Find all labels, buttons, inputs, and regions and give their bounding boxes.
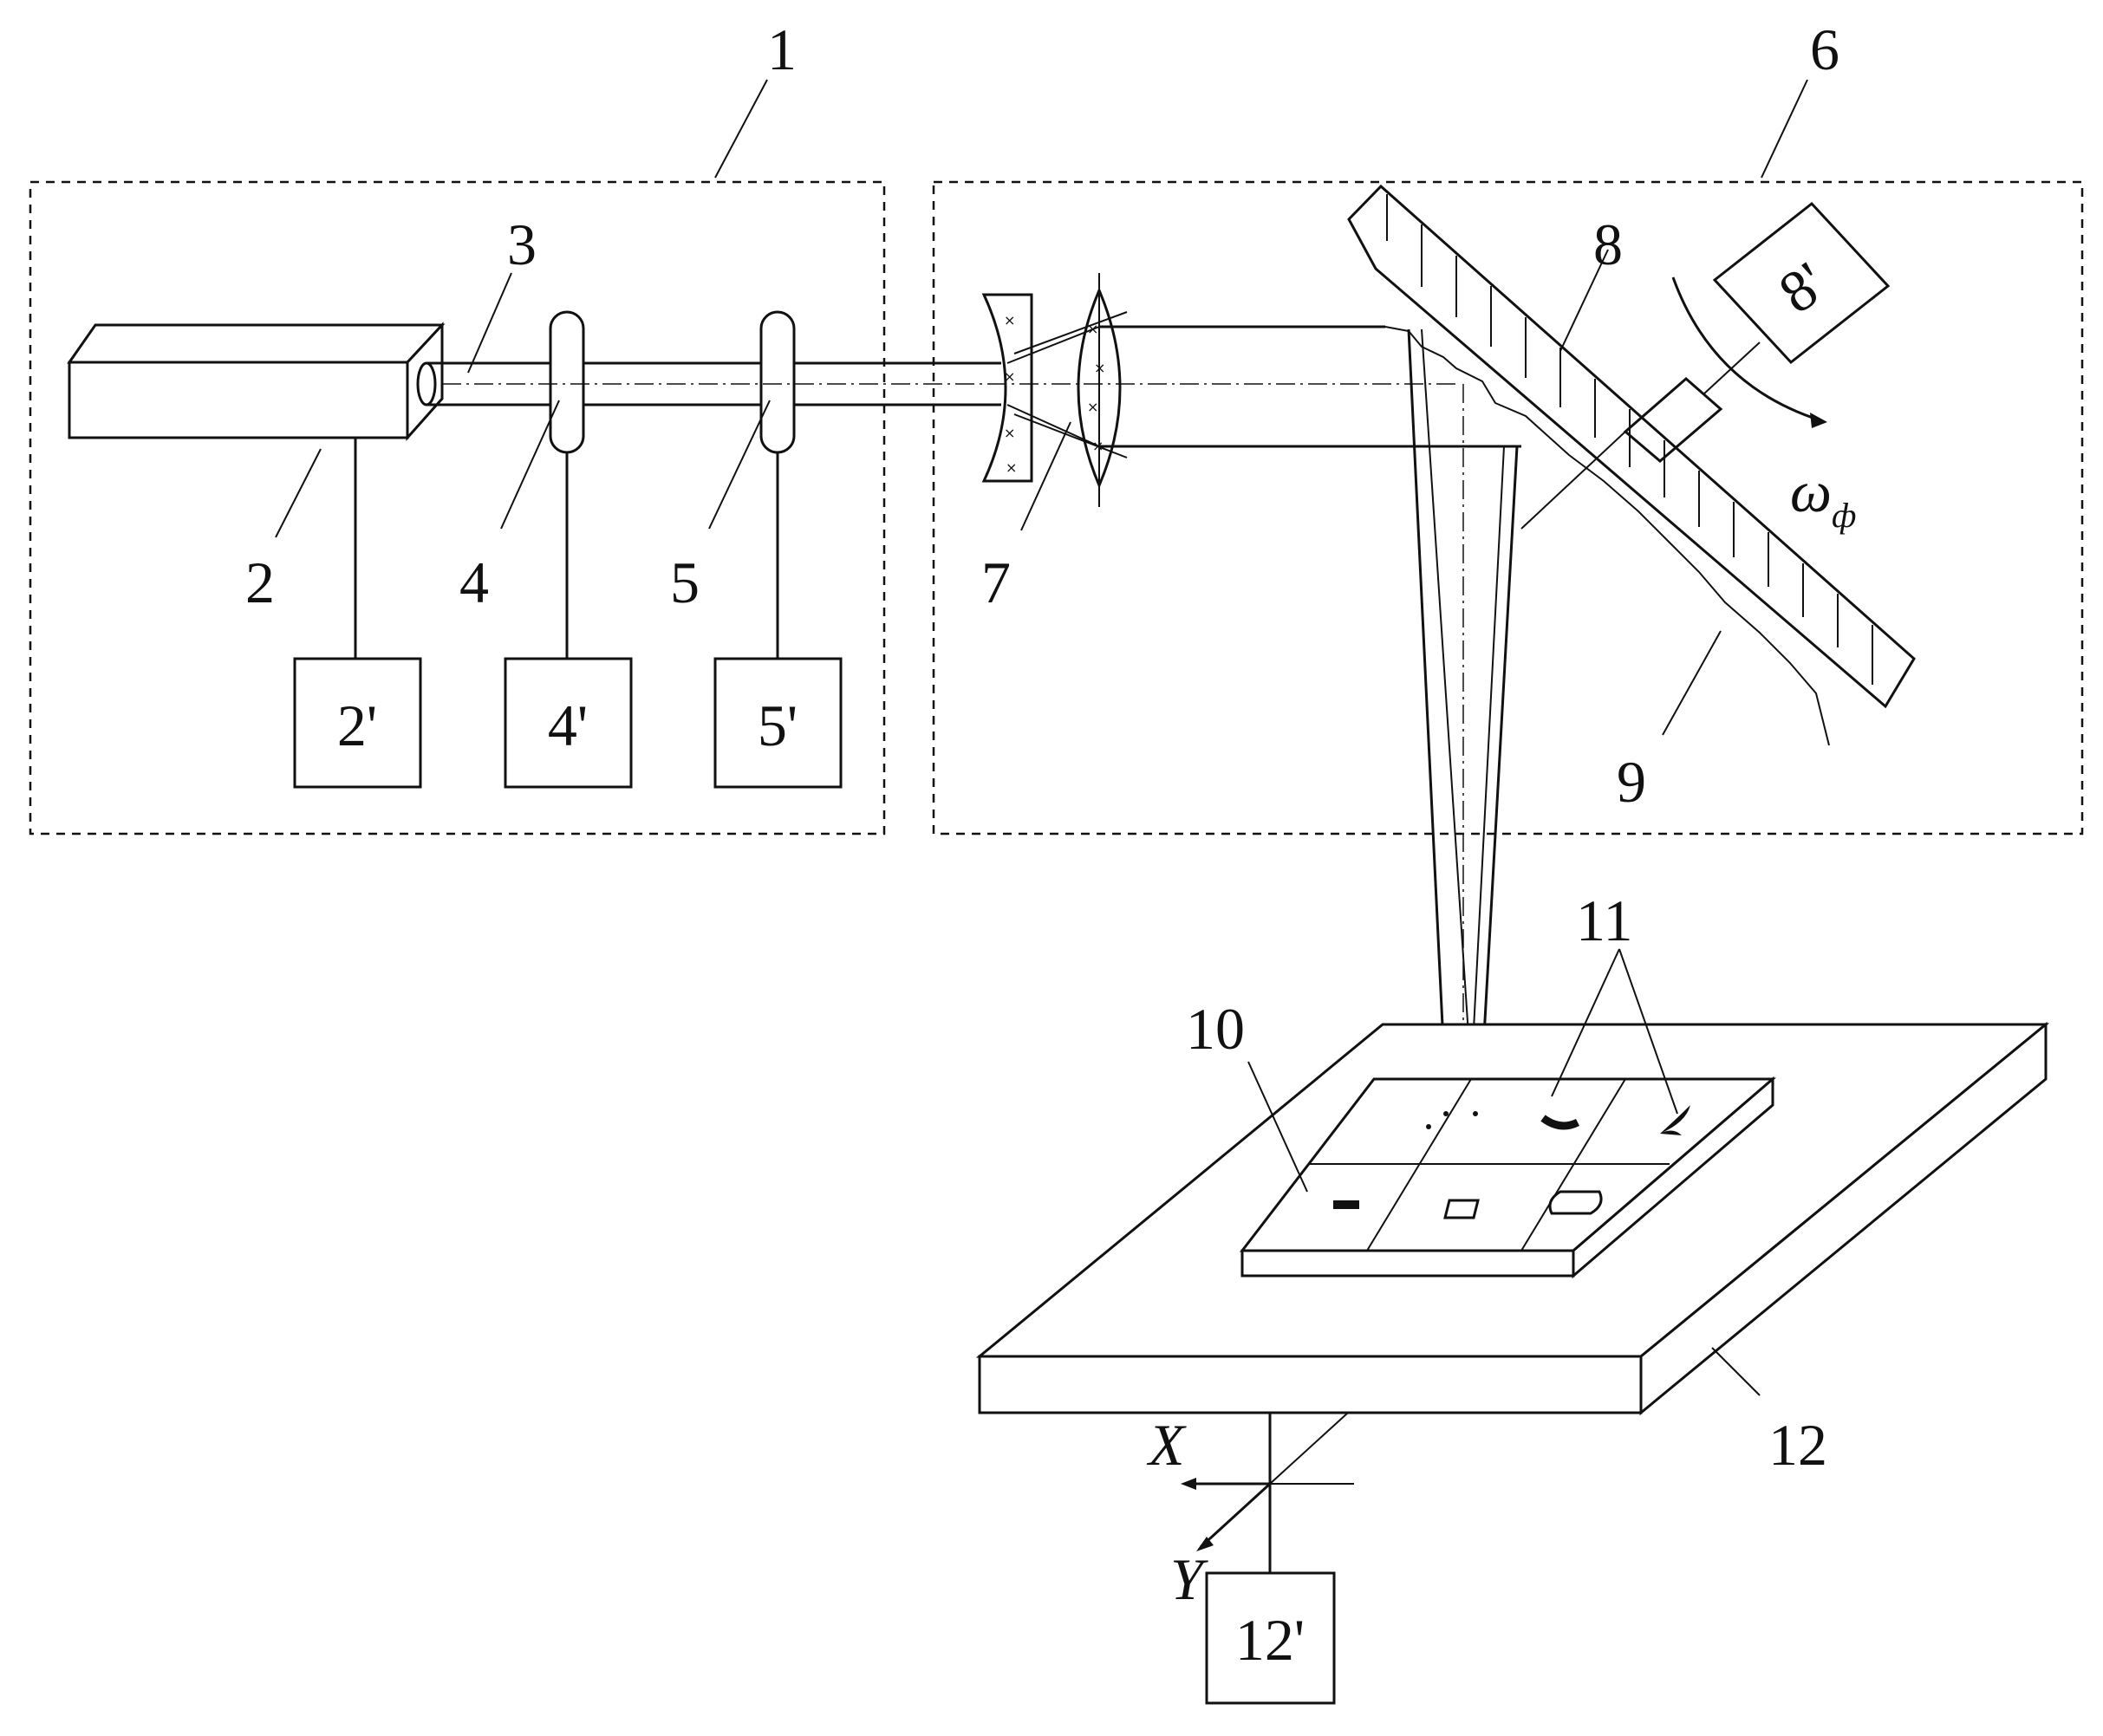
leader-8 — [1559, 249, 1609, 352]
label-2: 2 — [245, 549, 275, 615]
mark-arc — [1540, 1115, 1580, 1130]
label-3: 3 — [507, 211, 537, 277]
rotation-arrowhead — [1810, 413, 1827, 428]
mark-cut-slot — [1443, 1199, 1480, 1219]
laser-head-front — [68, 361, 409, 439]
label-9: 9 — [1617, 749, 1646, 815]
shaft-line — [1520, 431, 1626, 530]
glass-mark-7: × — [1087, 399, 1098, 415]
y-axis-label: Y — [1170, 1546, 1208, 1612]
glass-mark-5: × — [1087, 321, 1098, 337]
laser-head-end — [406, 322, 444, 441]
workpiece-10: 10 11 — [1186, 888, 1777, 1279]
glass-mark-4: × — [1006, 459, 1017, 476]
laser-head-top — [67, 323, 446, 364]
leader-3 — [467, 272, 512, 374]
workpiece-front — [1240, 1249, 1575, 1278]
rotation-arrow — [1671, 276, 1821, 422]
mark-dash — [1333, 1200, 1359, 1209]
mirror-face-9 — [1384, 326, 1830, 746]
mark-dot-1 — [1426, 1124, 1431, 1129]
y-axis-arrow — [1199, 1482, 1272, 1549]
controller-4-box — [504, 657, 633, 789]
mirror-slab-outline — [1347, 184, 1916, 709]
leader-11b — [1618, 948, 1678, 1115]
scanner-group-frame — [932, 180, 2084, 835]
laser-group-frame — [29, 180, 886, 835]
rotation-label: ωф — [1790, 458, 1856, 535]
x-axis-label: X — [1146, 1412, 1187, 1478]
glass-mark-3: × — [1004, 425, 1015, 441]
workpiece-divider-2 — [1520, 1078, 1626, 1252]
x-arrowhead — [1181, 1478, 1196, 1490]
mark-rounded-rect — [1548, 1190, 1603, 1215]
mark-dot-3 — [1473, 1111, 1478, 1116]
concave-lens — [981, 293, 1033, 483]
rotation-symbol: ω — [1790, 458, 1832, 524]
leader-4 — [500, 400, 560, 530]
mark-dot-2 — [1443, 1111, 1449, 1116]
label-4: 4 — [459, 549, 489, 615]
label-8: 8 — [1593, 211, 1623, 277]
leader-11a — [1551, 948, 1620, 1097]
motor-8-box — [1712, 201, 1891, 365]
rotation-subscript: ф — [1832, 496, 1856, 535]
laser-source-group: 1 2 2' 3 4 4' 5 5' — [29, 16, 1456, 835]
workpiece-divider-1 — [1366, 1078, 1472, 1252]
element-5 — [759, 310, 796, 454]
leader-12 — [1711, 1347, 1761, 1396]
controller-12-label: 12' — [1235, 1607, 1305, 1673]
leader-5 — [708, 400, 771, 530]
glass-mark-1: × — [1004, 312, 1015, 328]
label-5: 5 — [670, 549, 700, 615]
ray-diverge-upper — [1006, 326, 1100, 364]
label-7: 7 — [981, 549, 1011, 615]
mark-star — [1660, 1105, 1690, 1135]
controller-4-label: 4' — [548, 692, 588, 758]
glass-mark-8: × — [1092, 438, 1104, 454]
label-11: 11 — [1576, 888, 1632, 953]
ray-diverge-lower-2 — [1013, 413, 1128, 458]
leader-1 — [714, 79, 768, 179]
controller-5-box — [713, 657, 843, 789]
controller-2-box — [293, 657, 422, 789]
label-6: 6 — [1810, 16, 1839, 82]
label-10: 10 — [1186, 996, 1245, 1062]
leader-10 — [1247, 1061, 1308, 1193]
stage-side — [1639, 1021, 2048, 1416]
label-1: 1 — [767, 16, 797, 82]
leader-9 — [1662, 630, 1722, 736]
mirror-shaft — [1623, 377, 1723, 463]
glass-mark-2: × — [1004, 368, 1015, 385]
label-12: 12 — [1768, 1412, 1827, 1478]
controller-12-box — [1205, 1571, 1336, 1705]
y-axis-back — [1269, 1412, 1349, 1485]
element-4 — [549, 310, 585, 454]
scanner-group: 6 × × × × × × × × 7 — [932, 16, 2084, 1223]
leader-7 — [1020, 421, 1071, 531]
ray-diverge-lower — [1006, 404, 1100, 447]
controller-5-label: 5' — [758, 692, 798, 758]
beam-expander-7: × × × × × × × × — [981, 273, 1128, 507]
laser-head — [67, 322, 446, 441]
workpiece-side — [1572, 1076, 1774, 1279]
controller-2-label: 2' — [337, 692, 377, 758]
leader-2 — [275, 448, 322, 538]
leader-6 — [1761, 79, 1808, 179]
stage-front — [978, 1355, 1643, 1414]
ray-diverge-upper-2 — [1013, 311, 1128, 354]
scanning-mirror-8 — [1347, 184, 1916, 746]
y-arrowhead — [1196, 1537, 1214, 1551]
glass-mark-6: × — [1094, 360, 1105, 376]
